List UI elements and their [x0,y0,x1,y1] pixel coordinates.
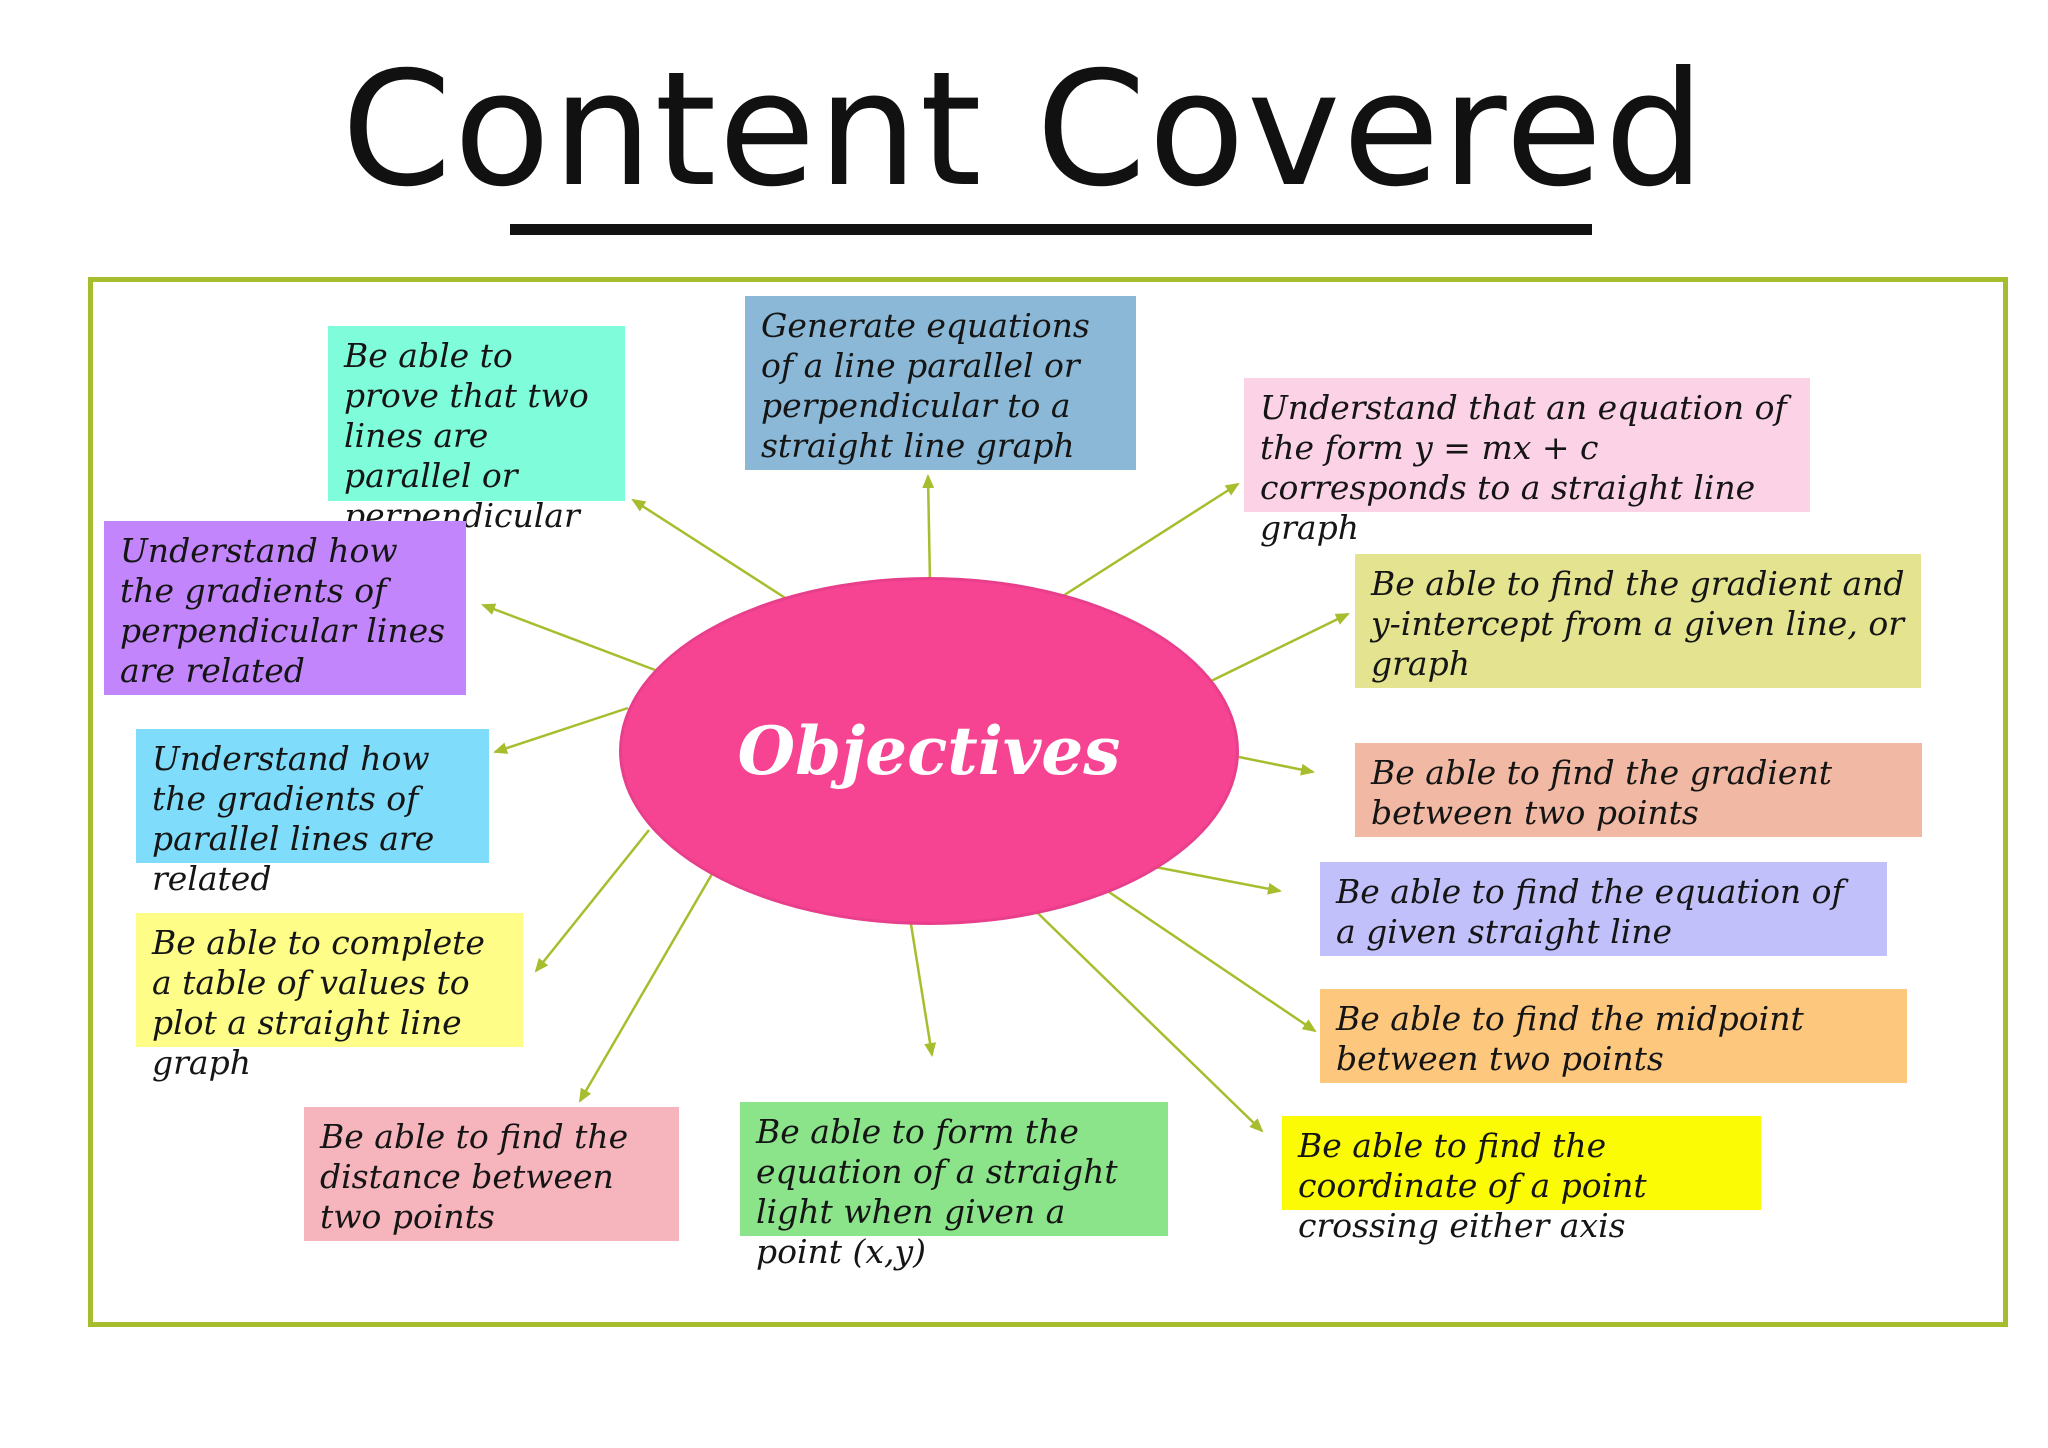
connector-arrow [534,829,650,973]
connector-arrow [1206,612,1350,685]
objective-box: Be able to find the equation of a given … [1320,862,1887,956]
objective-box: Be able to form the equation of a straig… [740,1102,1168,1271]
connector-arrow [1054,482,1240,603]
objective-box: Understand that an equation of the form … [1244,378,1810,547]
objective-box: Understand how the gradients of perpendi… [104,521,466,695]
hub-label: Objectives [737,712,1121,790]
page-title: Content Covered [341,38,1707,222]
objective-box: Be able to find the gradient and y-inter… [1355,554,1921,688]
connector-arrow [1102,886,1317,1033]
connector-arrow [481,603,656,672]
objective-box: Be able to find the coordinate of a poin… [1282,1116,1761,1245]
connector-arrow [922,474,935,584]
connector-arrow [578,873,714,1103]
connector-arrow [631,498,791,603]
objective-box: Be able to find the gradient between two… [1355,743,1922,837]
title-underline [510,224,1592,235]
objective-box: Be able to prove that two lines are para… [328,326,625,535]
objective-box: Be able to find the distance between two… [304,1107,679,1241]
objective-box: Generate equations of a line parallel or… [745,296,1136,470]
connector-arrow [1233,754,1315,776]
objective-box: Be able to complete a table of values to… [136,913,523,1082]
objective-box: Understand how the gradients of parallel… [136,729,489,898]
connector-arrow [908,917,937,1057]
connector-arrow [493,706,629,754]
objective-box: Be able to find the midpoint between two… [1320,989,1907,1083]
connector-arrow [1149,864,1282,895]
objectives-hub: Objectives [622,580,1236,922]
